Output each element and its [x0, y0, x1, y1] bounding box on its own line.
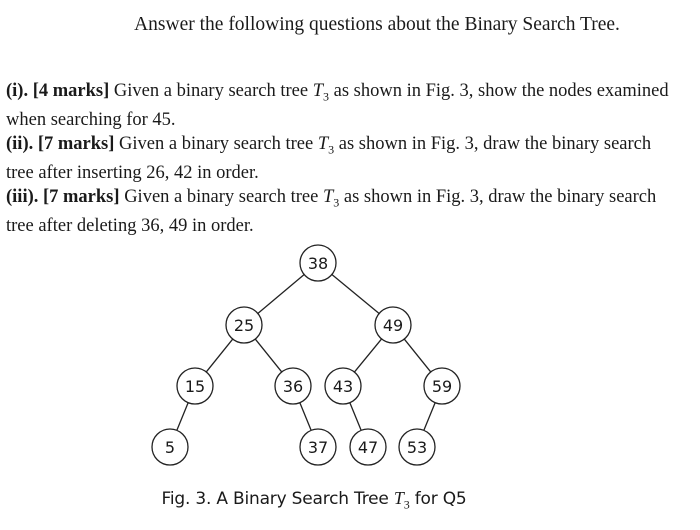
tree-node-circle	[299, 428, 337, 466]
questions-list: (i). [4 marks] Given a binary search tre…	[6, 80, 670, 239]
tree-node-circle	[274, 367, 312, 405]
tree-node-37: 37	[299, 428, 337, 466]
question-3-pre: Given a binary search tree	[119, 186, 323, 207]
question-2-pre: Given a binary search tree	[114, 133, 318, 154]
bst-figure: 38 25 49 15 36 43 59 5 37 47 53	[151, 244, 461, 466]
tree-edges	[176, 273, 436, 431]
tree-symbol: T3	[322, 186, 340, 210]
tree-node-label: 47	[358, 438, 378, 457]
question-2: (ii). [7 marks] Given a binary search tr…	[6, 133, 670, 186]
tree-node-label: 37	[308, 438, 328, 457]
tree-edge-49-43	[353, 338, 383, 373]
tree-node-label: 36	[283, 377, 303, 396]
tree-node-label: 43	[333, 377, 353, 396]
caption-prefix: Fig. 3. A Binary Search Tree	[161, 489, 394, 509]
tree-edge-38-25	[257, 274, 305, 314]
tree-nodes: 38 25 49 15 36 43 59 5 37 47 53	[151, 244, 461, 466]
caption-suffix: for Q5	[409, 489, 467, 509]
question-1-post: as shown in Fig. 3, show the nodes exami…	[6, 81, 669, 131]
page-heading: Answer the following questions about the…	[134, 14, 620, 35]
tree-node-circle	[151, 428, 189, 466]
tree-edge-38-49	[331, 273, 380, 315]
tree-node-circle	[374, 306, 412, 344]
question-2-label: (ii). [7 marks]	[6, 133, 115, 154]
tree-symbol: T3	[312, 81, 329, 104]
question-1-pre: Given a binary search tree	[109, 81, 313, 101]
tree-node-circle	[398, 428, 436, 466]
tree-symbol: T3	[317, 133, 335, 157]
tree-node-5: 5	[151, 428, 189, 466]
tree-node-circle	[349, 428, 387, 466]
tree-node-36: 36	[274, 367, 312, 405]
question-1: (i). [4 marks] Given a binary search tre…	[6, 80, 670, 133]
tree-node-label: 15	[185, 377, 205, 396]
question-2-post: as shown in Fig. 3, draw the binary sear…	[6, 133, 652, 184]
figure-caption: Fig. 3. A Binary Search Tree T3 for Q5	[0, 488, 628, 513]
tree-node-circle	[176, 367, 214, 405]
tree-node-59: 59	[423, 367, 461, 405]
tree-edge-49-59	[403, 338, 432, 373]
tree-edge-15-5	[176, 402, 189, 431]
tree-node-circle	[299, 244, 337, 282]
tree-node-25: 25	[225, 306, 263, 344]
tree-node-43: 43	[324, 367, 362, 405]
tree-edge-36-37	[299, 402, 312, 431]
tree-node-15: 15	[176, 367, 214, 405]
tree-node-label: 38	[308, 254, 328, 273]
tree-node-label: 59	[432, 377, 452, 396]
tree-node-label: 49	[383, 316, 403, 335]
tree-node-circle	[324, 367, 362, 405]
question-3-post: as shown in Fig. 3, draw the binary sear…	[6, 186, 657, 237]
question-3-label: (iii). [7 marks]	[6, 186, 120, 207]
question-1-label: (i). [4 marks]	[6, 81, 110, 101]
tree-node-label: 53	[407, 438, 427, 457]
tree-edge-25-15	[205, 338, 234, 373]
tree-node-49: 49	[374, 306, 412, 344]
tree-node-38: 38	[299, 244, 337, 282]
caption-tree-symbol: T3	[393, 488, 410, 512]
question-3: (iii). [7 marks] Given a binary search t…	[6, 186, 670, 239]
tree-node-circle	[423, 367, 461, 405]
tree-node-47: 47	[349, 428, 387, 466]
tree-node-circle	[225, 306, 263, 344]
tree-node-53: 53	[398, 428, 436, 466]
tree-edge-59-53	[423, 402, 436, 431]
tree-edge-25-36	[254, 338, 283, 373]
tree-node-label: 5	[165, 438, 175, 457]
tree-edge-43-47	[349, 402, 362, 431]
tree-node-label: 25	[234, 316, 254, 335]
